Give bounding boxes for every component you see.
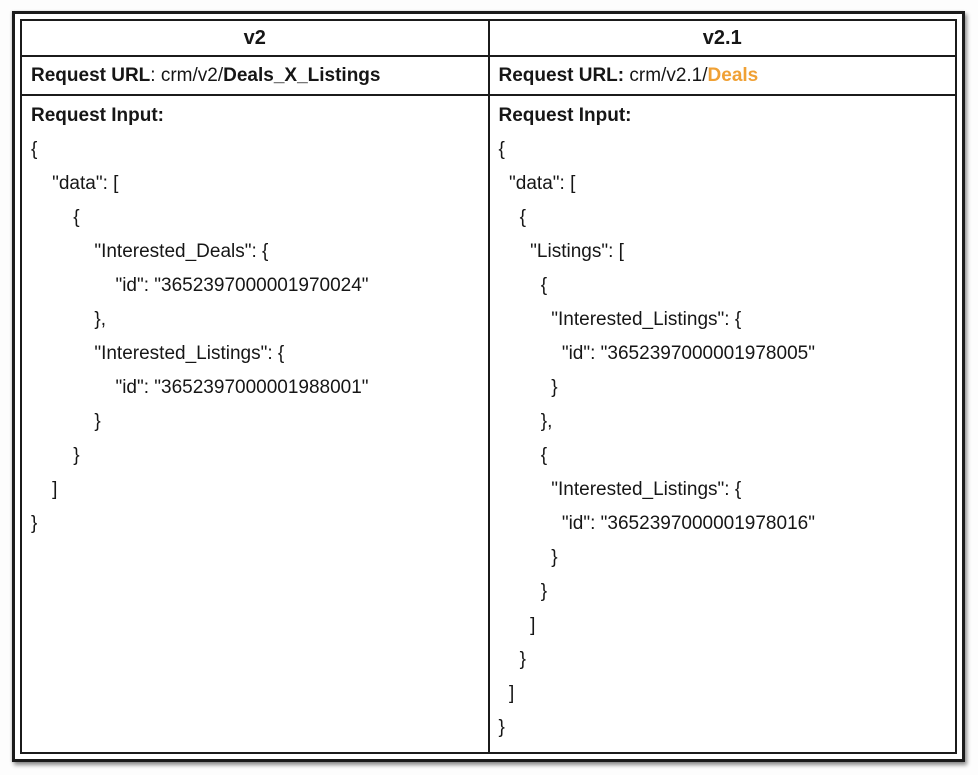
request-input-cell-v2-1: Request Input: { "data": [ { "Listings":… xyxy=(487,94,957,754)
column-header-v2: v2 xyxy=(20,19,490,57)
request-input-label-v2-1: Request Input: xyxy=(498,105,632,126)
request-input-code-v2-1: { "data": [ { "Listings": [ { "Intereste… xyxy=(498,139,815,738)
header-row: v2 v2.1 xyxy=(20,19,957,57)
comparison-frame: v2 v2.1 Request URL: crm/v2/Deals_X_List… xyxy=(12,11,965,762)
request-input-code-v2: { "data": [ { "Interested_Deals": { "id"… xyxy=(31,139,369,534)
request-input-label-v2: Request Input: xyxy=(31,105,164,126)
request-url-v2-1: Request URL: crm/v2.1/Deals xyxy=(487,55,957,96)
version-comparison-table: v2 v2.1 Request URL: crm/v2/Deals_X_List… xyxy=(20,19,957,754)
request-input-cell-v2: Request Input: { "data": [ { "Interested… xyxy=(20,94,490,754)
request-url-row: Request URL: crm/v2/Deals_X_Listings Req… xyxy=(20,55,957,96)
request-input-row: Request Input: { "data": [ { "Interested… xyxy=(20,94,957,754)
request-url-v2: Request URL: crm/v2/Deals_X_Listings xyxy=(20,55,490,96)
column-header-v2-1: v2.1 xyxy=(487,19,957,57)
